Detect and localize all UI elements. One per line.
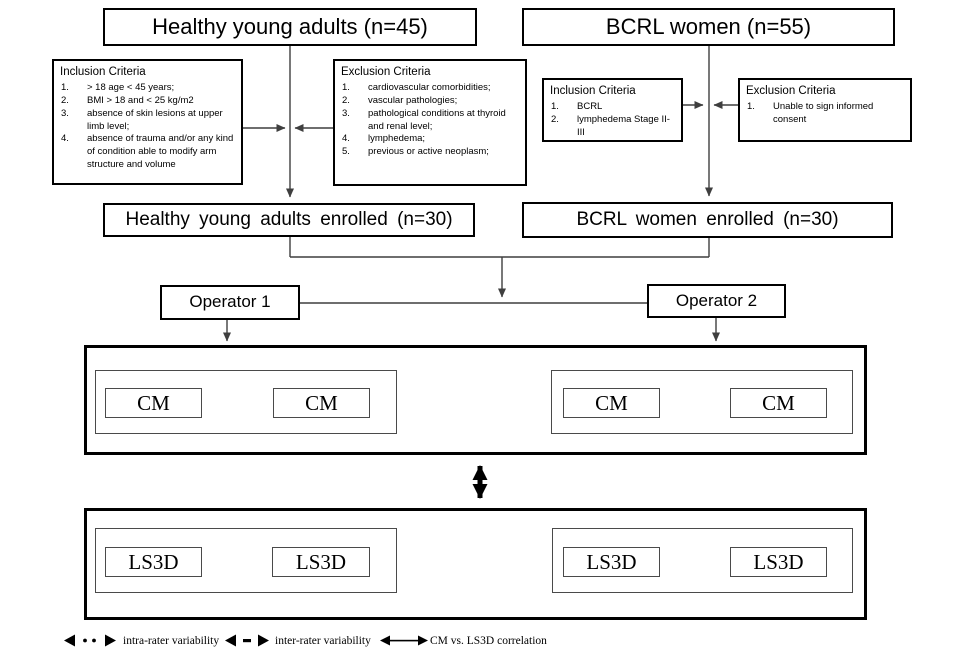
- group-flow-lines: [223, 46, 738, 342]
- criteria-title: Exclusion Criteria: [341, 66, 431, 78]
- criteria-item: cardiovascular comorbidities;: [342, 82, 491, 94]
- solid-double-arrow-icon: [380, 635, 428, 646]
- criteria-title: Inclusion Criteria: [60, 66, 146, 78]
- criteria-item: lymphedema Stage II-III: [551, 114, 670, 138]
- dotted-double-arrow-icon: [64, 634, 116, 647]
- criteria-item: BMI > 18 and < 25 kg/m2: [61, 95, 194, 107]
- healthy-exclusion-criteria-box: Exclusion Criteria cardiovascular comorb…: [333, 59, 527, 186]
- healthy-enrolled-box: Healthy young adults enrolled (n=30): [103, 203, 475, 237]
- ls3d-box: LS3D: [105, 547, 202, 577]
- legend-label: inter-rater variability: [275, 634, 371, 647]
- criteria-list: Unable to sign informed consent: [746, 101, 906, 126]
- criteria-item: absence of trauma and/or any kind of con…: [61, 133, 234, 170]
- criteria-title: Inclusion Criteria: [550, 85, 636, 97]
- criteria-item: pathological conditions at thyroid and r…: [342, 107, 506, 132]
- criteria-title: Exclusion Criteria: [746, 85, 836, 97]
- bcrl-women-title-box: BCRL women (n=55): [522, 8, 895, 46]
- cm-box: CM: [105, 388, 202, 418]
- criteria-item: vascular pathologies;: [342, 95, 458, 107]
- ls3d-box: LS3D: [563, 547, 660, 577]
- cm-box: CM: [730, 388, 827, 418]
- cm-box: CM: [563, 388, 660, 418]
- healthy-inclusion-criteria-box: Inclusion Criteria > 18 age < 45 years; …: [52, 59, 243, 185]
- operator-1-box: Operator 1: [160, 285, 300, 320]
- bcrl-exclusion-criteria-box: Exclusion Criteria Unable to sign inform…: [738, 78, 912, 142]
- ls3d-box: LS3D: [730, 547, 827, 577]
- criteria-item: absence of skin lesions at upper limb le…: [61, 107, 223, 132]
- criteria-item: lymphedema;: [342, 133, 426, 145]
- legend-label: intra-rater variability: [123, 634, 220, 647]
- bcrl-enrolled-box: BCRL women enrolled (n=30): [522, 202, 893, 238]
- ls3d-box: LS3D: [272, 547, 370, 577]
- bcrl-inclusion-criteria-box: Inclusion Criteria BCRL lymphedema Stage…: [542, 78, 683, 142]
- dashed-double-arrow-icon: [225, 634, 269, 647]
- criteria-item: BCRL: [551, 101, 603, 113]
- criteria-list: cardiovascular comorbidities; vascular p…: [341, 82, 521, 158]
- criteria-item: > 18 age < 45 years;: [61, 82, 175, 94]
- legend-correlation: CM vs. LS3D correlation: [379, 633, 547, 648]
- criteria-item: Unable to sign informed consent: [747, 101, 874, 126]
- legend-label: CM vs. LS3D correlation: [430, 634, 547, 647]
- legend-intra-rater: intra-rater variability: [62, 633, 219, 648]
- criteria-item: previous or active neoplasm;: [342, 146, 489, 158]
- criteria-list: BCRL lymphedema Stage II-III: [550, 101, 677, 139]
- operator-2-box: Operator 2: [647, 284, 786, 318]
- healthy-adults-title-box: Healthy young adults (n=45): [103, 8, 477, 46]
- criteria-list: > 18 age < 45 years; BMI > 18 and < 25 k…: [60, 82, 237, 171]
- legend-inter-rater: inter-rater variability: [224, 633, 371, 648]
- cm-box: CM: [273, 388, 370, 418]
